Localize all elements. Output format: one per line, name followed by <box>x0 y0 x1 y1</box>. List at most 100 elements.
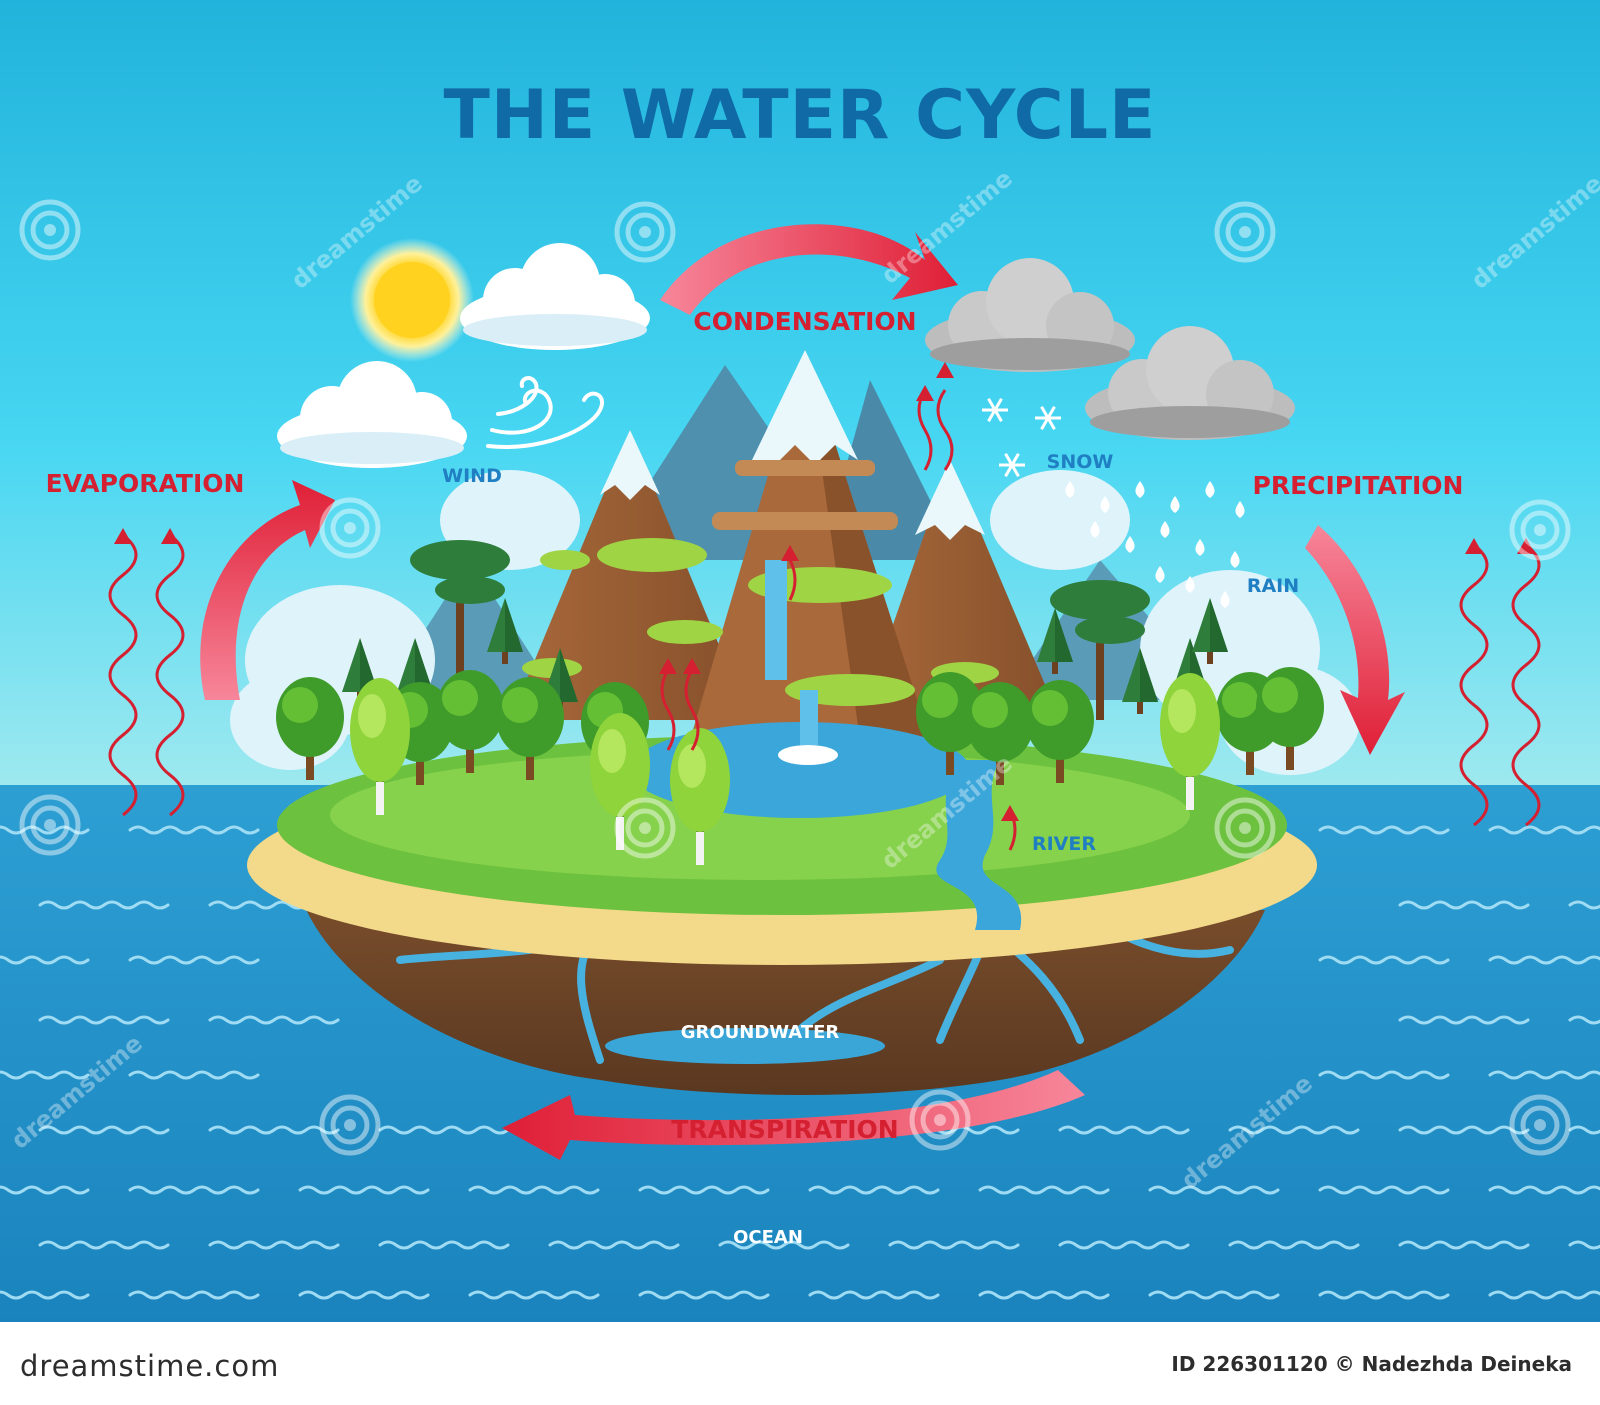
wave-stroke <box>1488 1070 1600 1080</box>
label-groundwater: GROUNDWATER <box>681 1022 840 1043</box>
vapor-arrow-head <box>659 658 677 674</box>
wave-stroke <box>548 1240 680 1250</box>
vapor-arrow-head <box>936 362 954 378</box>
wave-stroke <box>1148 1290 1280 1300</box>
wave-stroke <box>208 1240 340 1250</box>
wave-stroke <box>298 1290 430 1300</box>
wave-stroke <box>208 1125 340 1135</box>
trees <box>276 540 1324 865</box>
wave-stroke <box>638 1290 770 1300</box>
wave-stroke <box>808 1290 940 1300</box>
wave-stroke <box>1568 1240 1600 1250</box>
vapor-arrow <box>1459 543 1489 827</box>
label-transpiration: TRANSPIRATION <box>671 1115 898 1144</box>
label-snow: SNOW <box>1047 451 1114 473</box>
wave-stroke <box>1568 1015 1600 1025</box>
page-title: THE WATER CYCLE <box>444 76 1157 155</box>
wave-stroke <box>208 1015 340 1025</box>
label-rain: RAIN <box>1247 575 1299 597</box>
wave-stroke <box>1228 1125 1360 1135</box>
wave-stroke <box>128 825 260 835</box>
transpiration-arrow <box>502 1070 1085 1160</box>
wave-stroke <box>38 1125 170 1135</box>
label-wind: WIND <box>442 465 502 487</box>
wave-stroke <box>0 1185 90 1195</box>
wave-stroke <box>128 955 260 965</box>
wave-stroke <box>978 1290 1110 1300</box>
vapor-arrow <box>788 559 797 601</box>
vapor-arrow <box>155 533 185 817</box>
wave-stroke <box>1488 1290 1600 1300</box>
wave-stroke <box>1318 1185 1450 1195</box>
wave-stroke <box>128 1185 260 1195</box>
vapor-arrow-head <box>781 545 799 561</box>
umbrella-pine-icon <box>410 540 510 680</box>
wave-stroke <box>1228 1240 1360 1250</box>
wave-stroke <box>468 1185 600 1195</box>
wave-stroke <box>378 1125 510 1135</box>
vapor-arrow-head <box>161 528 179 544</box>
label-condensation: CONDENSATION <box>693 307 916 336</box>
vapor-arrow-head <box>1001 805 1019 821</box>
wave-stroke <box>1148 1185 1280 1195</box>
wave-stroke <box>1398 1240 1530 1250</box>
wave-stroke <box>1318 955 1450 965</box>
sun-icon <box>350 238 474 362</box>
vapor-arrow <box>917 389 933 471</box>
wave-stroke <box>888 1240 1020 1250</box>
wave-stroke <box>0 1290 90 1300</box>
footer-credit-text: ID 226301120 © Nadezhda Deineka <box>1171 1352 1572 1376</box>
ocean-waves <box>0 825 1600 1300</box>
wave-stroke <box>1568 900 1600 910</box>
precipitation-arrow <box>1305 525 1405 755</box>
label-river: RIVER <box>1032 833 1096 855</box>
wave-stroke <box>1058 1125 1190 1135</box>
wave-stroke <box>978 1185 1110 1195</box>
wave-stroke <box>0 1070 90 1080</box>
main-mountains <box>510 350 1060 740</box>
wave-stroke <box>378 1240 510 1250</box>
wave-stroke <box>0 955 90 965</box>
wind-icon <box>486 376 604 449</box>
vapor-arrow <box>684 669 700 751</box>
wave-stroke <box>1488 1185 1600 1195</box>
groundwater-pool <box>605 1028 885 1064</box>
umbrella-pine-icon <box>1050 580 1150 720</box>
wave-stroke <box>638 1185 770 1195</box>
wave-stroke <box>1488 955 1600 965</box>
wave-stroke <box>808 1185 940 1195</box>
vapor-arrow <box>936 389 954 471</box>
condensation-arrow <box>660 224 958 315</box>
evaporation-cycle-arrow <box>200 480 335 700</box>
wave-stroke <box>38 900 170 910</box>
wave-stroke <box>1398 900 1530 910</box>
vapor-arrow <box>660 669 676 751</box>
vapor-arrow <box>108 533 138 817</box>
vapor-arrow-head <box>1465 538 1483 554</box>
vapor-arrow-head <box>916 385 934 401</box>
wave-stroke <box>128 1070 260 1080</box>
wave-stroke <box>38 1015 170 1025</box>
wave-stroke <box>1058 1240 1190 1250</box>
footer-site-text: dreamstime.com <box>20 1349 280 1383</box>
label-ocean: OCEAN <box>733 1227 803 1248</box>
wave-stroke <box>1488 825 1600 835</box>
wave-stroke <box>1318 1070 1450 1080</box>
vapor-arrows <box>108 362 1541 851</box>
wave-stroke <box>128 1290 260 1300</box>
wave-stroke <box>1398 1015 1530 1025</box>
vapor-arrow-head <box>683 658 701 674</box>
wave-stroke <box>298 1185 430 1195</box>
label-precipitation: PRECIPITATION <box>1253 471 1464 500</box>
label-evaporation: EVAPORATION <box>46 469 245 498</box>
wave-stroke <box>38 1240 170 1250</box>
wave-stroke <box>1318 825 1450 835</box>
wave-stroke <box>718 1240 850 1250</box>
wave-stroke <box>1318 1290 1450 1300</box>
vapor-arrow-head <box>114 528 132 544</box>
footer-bar <box>0 1322 1600 1405</box>
wave-stroke <box>468 1290 600 1300</box>
wave-stroke <box>1568 1125 1600 1135</box>
